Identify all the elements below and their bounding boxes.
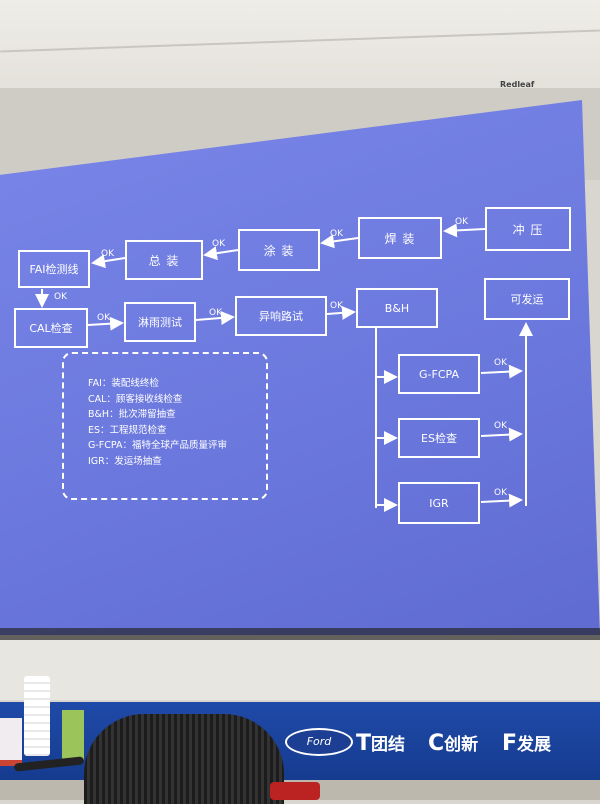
arrow-assembly-fai (91, 254, 126, 269)
ok-label: OK (494, 488, 507, 498)
node-assembly: 总 装 (125, 240, 203, 280)
slogan-innovation: C创新 (428, 731, 479, 756)
arrow-welding-painting (320, 234, 359, 249)
ok-label: OK (101, 249, 114, 259)
node-cal: CAL检查 (14, 308, 88, 348)
ok-label: OK (455, 217, 468, 227)
ok-label: OK (494, 421, 507, 431)
screen-bottom-edge (0, 628, 600, 642)
ok-label: OK (330, 301, 343, 311)
arrow-gfcpa-shippable (480, 364, 523, 379)
legend-item: G-FCPA：福特全球产品质量评审 (88, 440, 228, 451)
ok-label: OK (330, 229, 343, 239)
ok-label: OK (494, 358, 507, 368)
node-stamping: 冲 压 (485, 207, 571, 251)
wall (0, 640, 600, 700)
slogan-development: F发展 (502, 731, 552, 756)
node-road-test: 异响路试 (235, 296, 327, 336)
projection-screen (0, 100, 600, 635)
node-gfcpa: G-FCPA (398, 354, 480, 394)
node-painting: 涂 装 (238, 229, 320, 271)
cup (0, 718, 22, 766)
office-chair (84, 714, 284, 804)
node-fai: FAI检测线 (18, 250, 90, 288)
arrow-es-shippable (480, 427, 523, 442)
node-es: ES检查 (398, 418, 480, 458)
green-box (62, 710, 84, 760)
ok-label: OK (212, 239, 225, 249)
node-shippable: 可发运 (484, 278, 570, 320)
legend-box: FAI：装配线终检 CAL：顾客接收线检查 B&H：批次滞留抽查 ES：工程规范… (62, 352, 268, 500)
arrow-painting-assembly (203, 246, 239, 261)
paper-cups (24, 676, 50, 756)
arrow-cal-water (87, 316, 124, 331)
ok-label: OK (97, 313, 110, 323)
arrow-igr-shippable (480, 493, 523, 508)
slogan-unity: T团结 (356, 731, 406, 756)
legend-item: B&H：批次滞留抽查 (88, 409, 176, 420)
legend-item: CAL：顾客接收线检查 (88, 393, 183, 405)
legend-item: IGR：发运场抽查 (88, 455, 162, 467)
arrow-water-road (195, 310, 235, 325)
node-water-test: 淋雨测试 (124, 302, 196, 342)
red-object (270, 782, 320, 800)
legend-item: ES：工程规范检查 (88, 424, 167, 436)
ok-label: OK (54, 292, 67, 302)
legend-item: FAI：装配线终检 (88, 378, 159, 389)
node-welding: 焊 装 (358, 217, 442, 259)
arrow-stamping-welding (443, 223, 486, 238)
ok-label: OK (209, 308, 222, 318)
ford-logo: Ford (285, 728, 353, 756)
projector-brand: Redleaf (500, 80, 535, 89)
node-bh: B&H (356, 288, 438, 328)
arrow-road-bh (326, 305, 356, 320)
node-igr: IGR (398, 482, 480, 524)
